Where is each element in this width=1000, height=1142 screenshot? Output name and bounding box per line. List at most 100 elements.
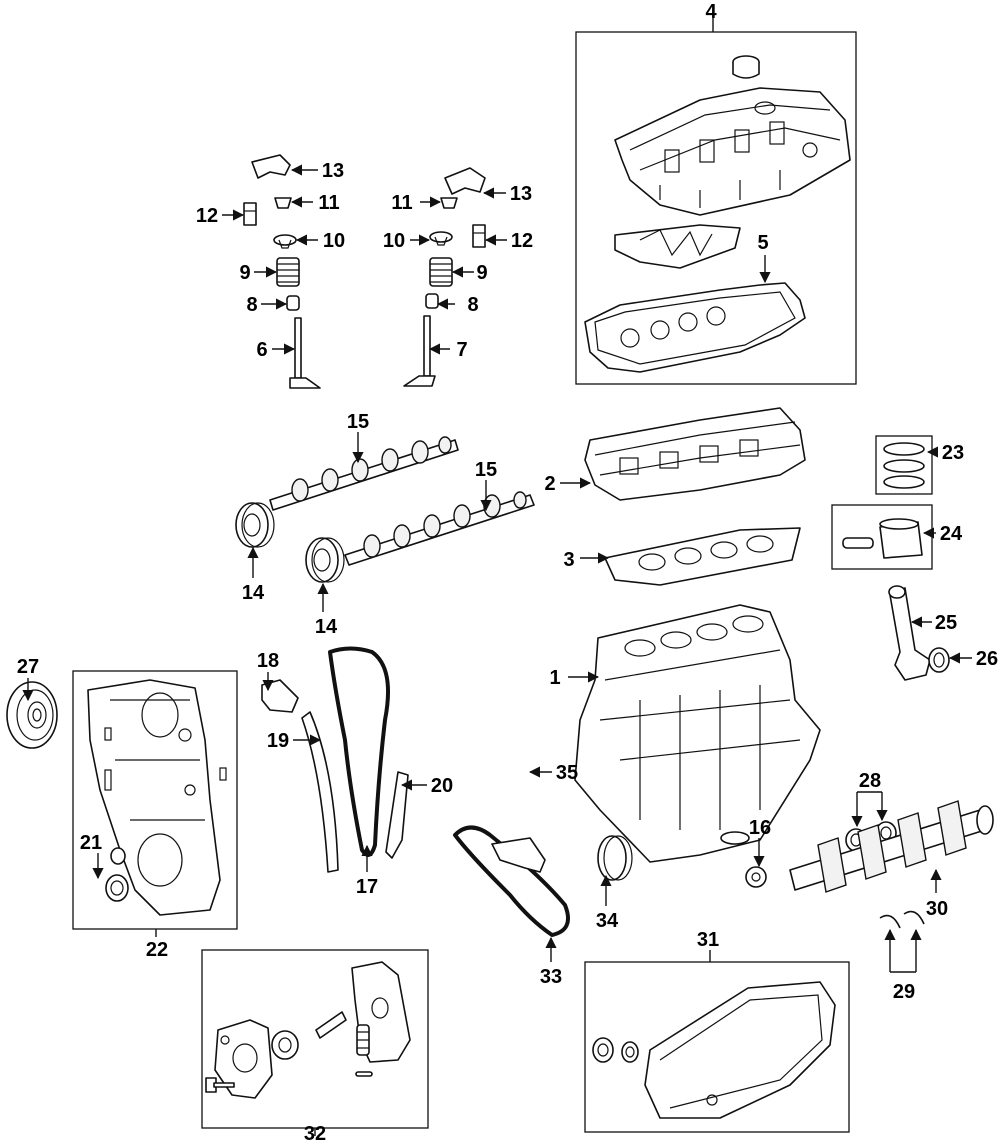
rocker-arm-left [251,154,291,179]
crankshaft [789,800,994,893]
oil-pump-chain [453,825,570,937]
callout-11-right: 11 [391,192,412,214]
oil-pump-bolt [205,1077,235,1093]
callout-9-right: 9 [476,262,487,284]
oil-filler-cap [732,55,760,79]
oil-pump-shaft [315,1011,347,1039]
head-gasket [604,527,801,586]
cam-sprocket-upper [235,502,275,548]
valve-stem-seal-right [425,293,439,309]
callout-8-right: 8 [467,294,478,316]
callout-26: 26 [976,648,998,670]
callout-17: 17 [356,876,378,898]
valve-cover-gasket [584,282,806,373]
callout-10-right: 10 [383,230,405,252]
callout-12-right: 12 [511,230,533,252]
callout-4: 4 [705,1,717,23]
valve-spring-left [276,257,300,287]
front-crank-seal [105,847,129,902]
piston-pin [842,537,874,549]
crank-pulley [6,681,58,749]
oil-drain-washer [621,1041,639,1063]
callout-15-upper: 15 [347,411,369,433]
callout-27: 27 [17,656,39,678]
callout-11-left: 11 [318,192,339,214]
crankshaft-sprocket [745,866,767,888]
callout-22: 22 [146,939,168,961]
valve-spring-retainer-right [429,231,453,246]
callout-31: 31 [697,929,719,951]
connecting-rod [888,585,931,681]
valve-cover-baffle [614,224,741,269]
callout-34: 34 [596,910,619,932]
oil-pan [644,981,836,1119]
oil-pump-sprocket [597,835,633,881]
callout-30: 30 [926,898,948,920]
callout-5: 5 [757,232,768,254]
callout-15-lower: 15 [475,459,497,481]
callout-25: 25 [935,612,957,634]
oil-pump-relief-spring [356,1024,370,1056]
callout-14-lower: 14 [315,616,338,638]
callout-labels: 1 2 3 4 5 6 7 8 8 9 9 10 10 11 11 12 12 … [17,1,998,1142]
callout-29: 29 [893,981,915,1003]
lash-adjuster-cap-right [440,197,458,209]
piston-rings-box [875,435,933,495]
rocker-arm-right [444,167,486,195]
lash-adjuster-left [243,202,257,226]
timing-chain-guide-right [385,771,409,859]
lash-adjuster-right [472,224,486,248]
callout-7: 7 [456,339,467,361]
callout-14-upper: 14 [242,582,265,604]
callout-2: 2 [544,473,555,495]
oil-pump-pin [355,1071,373,1077]
callout-32: 32 [304,1123,326,1142]
callout-12-left: 12 [196,205,218,227]
timing-cover-group-box [72,670,238,930]
leader-lines [22,18,972,1136]
callout-13-left: 13 [322,160,344,182]
callout-9-left: 9 [239,262,250,284]
callout-33: 33 [540,966,562,988]
piston-rings [883,442,925,489]
callout-3: 3 [563,549,574,571]
valve-spring-retainer-left [273,234,297,249]
intake-valve [289,317,321,389]
oil-pan-group-box [584,961,850,1133]
rod-bearing [928,647,950,673]
oil-pump-chain-tensioner [491,837,546,873]
oil-drain-plug [592,1037,614,1063]
cylinder-head [584,407,806,501]
valve-stem-seal-left [286,295,300,311]
callout-10-left: 10 [323,230,345,252]
engine-block [574,604,821,863]
callout-35: 35 [556,762,578,784]
thrust-washers [879,910,925,929]
callout-28: 28 [859,770,881,792]
callout-6: 6 [256,339,267,361]
callout-20: 20 [431,775,453,797]
camshaft-upper [269,436,459,511]
callout-8-left: 8 [246,294,257,316]
valve-cover-group-box [575,31,857,385]
callout-1: 1 [549,667,560,689]
timing-chain [328,646,390,857]
camshaft-lower [344,491,535,566]
exhaust-valve [403,315,436,387]
callout-21: 21 [80,832,102,854]
timing-chain-guide-left [301,711,339,873]
piston [879,518,923,559]
valve-spring-right [429,257,453,287]
oil-pump-rotor [271,1030,299,1060]
lash-adjuster-cap-left [274,197,292,209]
timing-cover [87,679,227,916]
callout-19: 19 [267,730,289,752]
callout-16: 16 [749,817,771,839]
callout-23: 23 [942,442,964,464]
callout-13-right: 13 [510,183,532,205]
valve-cover [614,87,851,216]
cam-sprocket-lower [305,537,345,583]
oil-pump-housing [214,1019,273,1099]
